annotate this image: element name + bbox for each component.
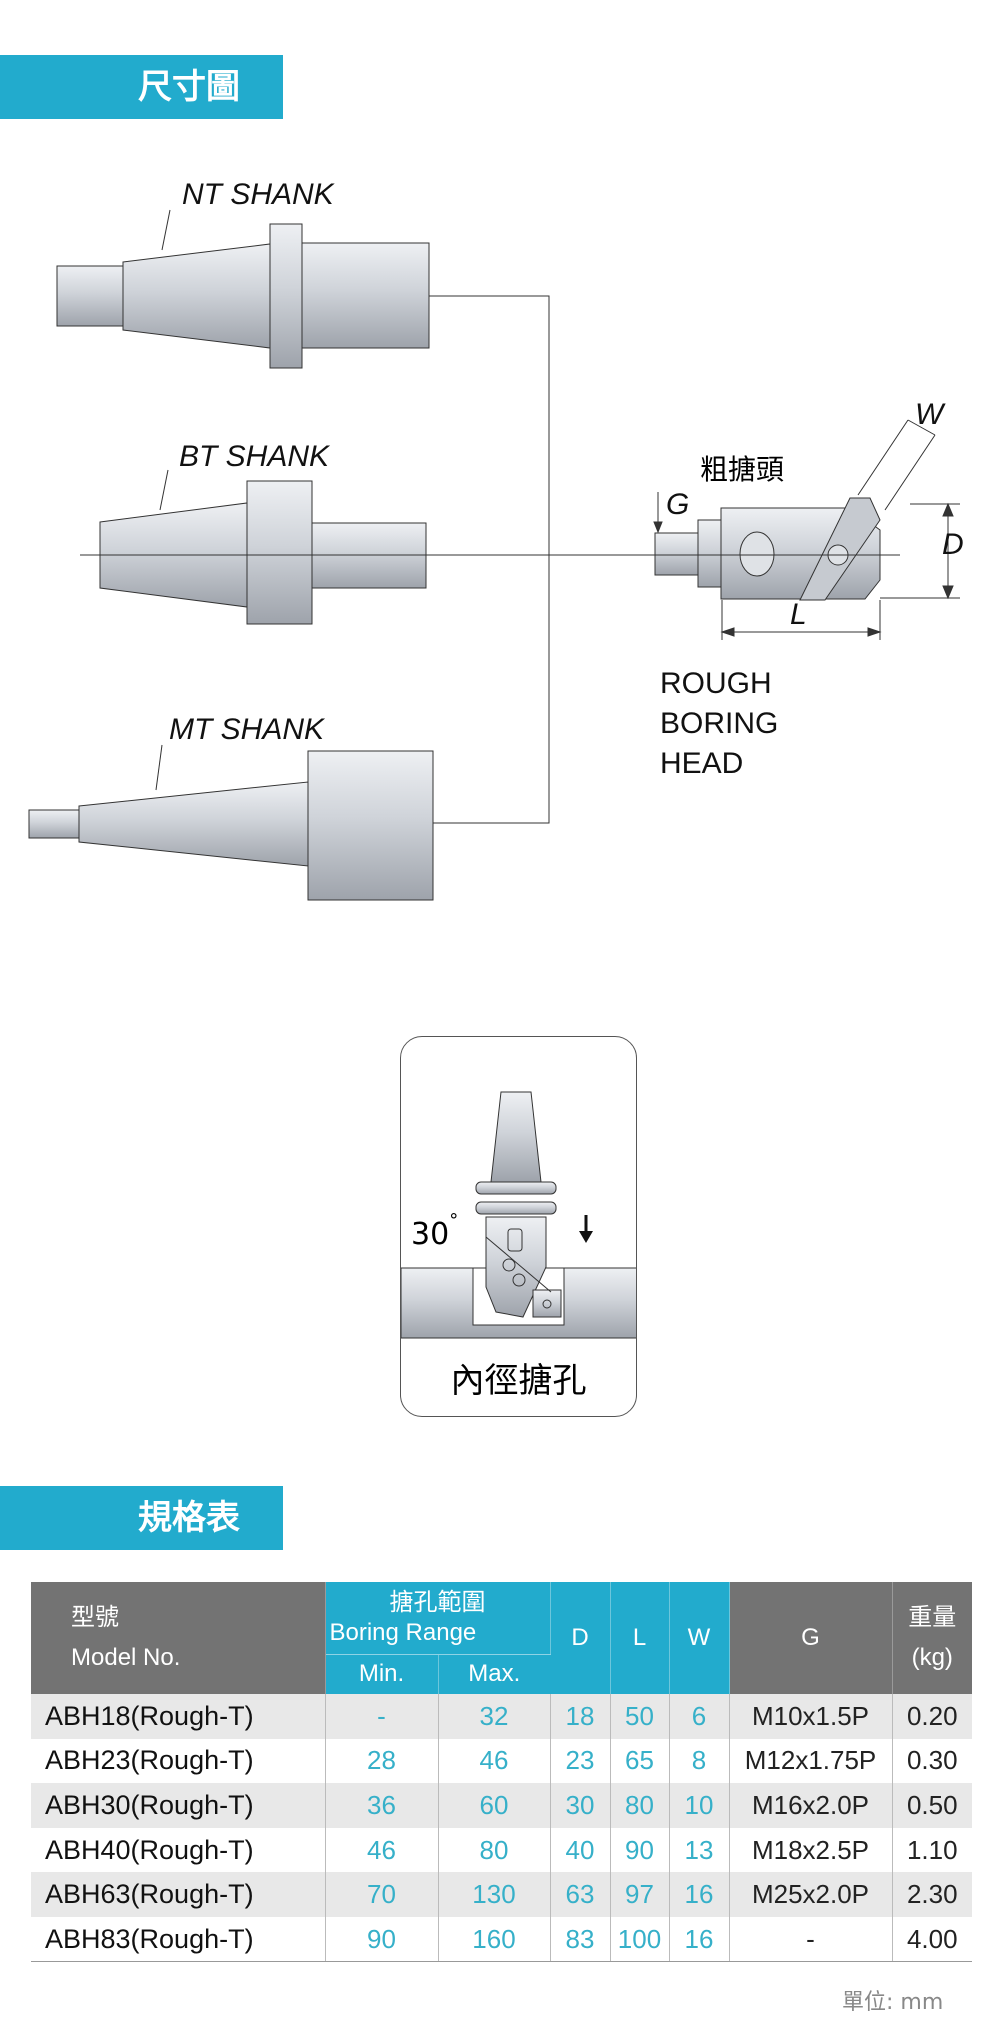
header-max: Max. [438,1654,550,1694]
cell-model: ABH18(Rough-T) [31,1694,326,1739]
header-model-en: Model No. [71,1644,181,1671]
cell-min: 36 [325,1783,439,1828]
unit-note: 單位: mm [842,1990,944,2015]
cell-max: 130 [438,1872,551,1917]
header-range-cn: 搪孔範圍 [389,1588,486,1616]
angle-label: 30° [411,1210,458,1252]
cell-d: 63 [550,1872,611,1917]
cell-g: - [729,1916,893,1963]
cell-max: 60 [438,1783,551,1828]
header-g: G [729,1582,893,1694]
header-model-cn: 型號 [71,1604,119,1631]
header-w: W [669,1582,730,1694]
cell-g: M10x1.5P [729,1694,893,1739]
cell-d: 40 [550,1827,611,1873]
connector-lines [80,209,960,824]
cell-min: 90 [325,1916,439,1963]
cell-kg: 0.30 [906,1745,958,1776]
cell-l: 90 [610,1827,670,1873]
cell-kg: 1.10 [906,1834,958,1865]
cell-d: 18 [550,1694,611,1739]
header-model: 型號 Model No. [31,1582,326,1694]
cell-kg: 2.30 [892,1872,972,1917]
head-en-line: BORING [660,707,779,740]
header-l: L [610,1582,670,1694]
cell-model: ABH30(Rough-T) [31,1783,326,1828]
section-title-dimensions: 尺寸圖 [0,55,283,119]
header-weight: 重量 (kg) [892,1582,972,1694]
dim-l-label: L [790,598,807,631]
dim-g-label: G [666,488,690,521]
nt-shank-drawing [56,223,430,369]
cell-kg: 0.50 [892,1783,972,1828]
cell-w: 16 [669,1916,730,1963]
rough-boring-head-drawing [654,497,881,601]
cell-d: 23 [550,1738,611,1784]
cell-model: ABH83(Rough-T) [31,1916,326,1963]
cell-d: 83 [550,1916,611,1963]
header-weight-unit: (kg) [911,1644,953,1671]
cell-g: M16x2.0P [729,1783,893,1828]
usage-illustration: 30° 內徑搪孔 [400,1036,637,1417]
cell-g: M25x2.0P [729,1872,893,1917]
cell-l: 65 [610,1738,670,1784]
cell-model: ABH63(Rough-T) [31,1872,326,1917]
nt-shank-label: NT SHANK [182,178,334,211]
cell-min: 70 [325,1872,439,1917]
cell-l: 97 [610,1872,670,1917]
header-weight-cn: 重量 [908,1604,957,1631]
cell-max: 46 [438,1738,551,1784]
header-d: D [550,1582,611,1694]
cell-d: 30 [550,1783,611,1828]
bt-shank-drawing [99,480,427,625]
bt-shank-label: BT SHANK [179,440,330,473]
cell-model: ABH40(Rough-T) [31,1827,326,1873]
cell-w: 8 [669,1738,730,1784]
cell-max: 80 [438,1827,551,1873]
dimension-diagram [28,209,960,901]
cell-kg: 4.00 [892,1916,972,1963]
cell-w: 16 [669,1872,730,1917]
rough-boring-head-cn-label: 粗搪頭 [700,453,785,486]
usage-label: 內徑搪孔 [450,1361,587,1401]
cell-kg: 0.20 [892,1694,972,1739]
mt-shank-drawing [28,750,434,901]
cell-min: - [325,1694,439,1739]
angle-value: 30 [411,1217,450,1252]
cell-w: 10 [669,1783,730,1828]
cell-min: 28 [325,1738,439,1784]
section-title-specs: 規格表 [0,1486,283,1550]
cell-g: M12x1.75P [729,1738,893,1784]
header-min: Min. [325,1654,439,1694]
cell-w: 13 [669,1827,730,1873]
degree-symbol: ° [449,1210,459,1231]
dim-d-label: D [942,528,964,561]
cell-g: M18x2.5P [729,1827,893,1873]
cell-l: 100 [610,1916,670,1963]
cell-model: ABH23(Rough-T) [31,1738,326,1784]
internal-boring-drawing [401,1091,636,1339]
cell-l: 80 [610,1783,670,1828]
rough-boring-head-en-label: ROUGH BORING HEAD [660,664,778,784]
mt-shank-label: MT SHANK [169,713,325,746]
cell-w: 6 [669,1694,730,1739]
cell-max: 32 [438,1694,551,1739]
header-range-en: Boring Range [329,1618,477,1646]
dim-w-label: W [915,398,944,431]
cell-min: 46 [325,1827,439,1873]
head-en-line: ROUGH [660,667,772,700]
cell-max: 160 [438,1916,551,1963]
head-en-line: HEAD [660,747,744,780]
cell-l: 50 [610,1694,670,1739]
